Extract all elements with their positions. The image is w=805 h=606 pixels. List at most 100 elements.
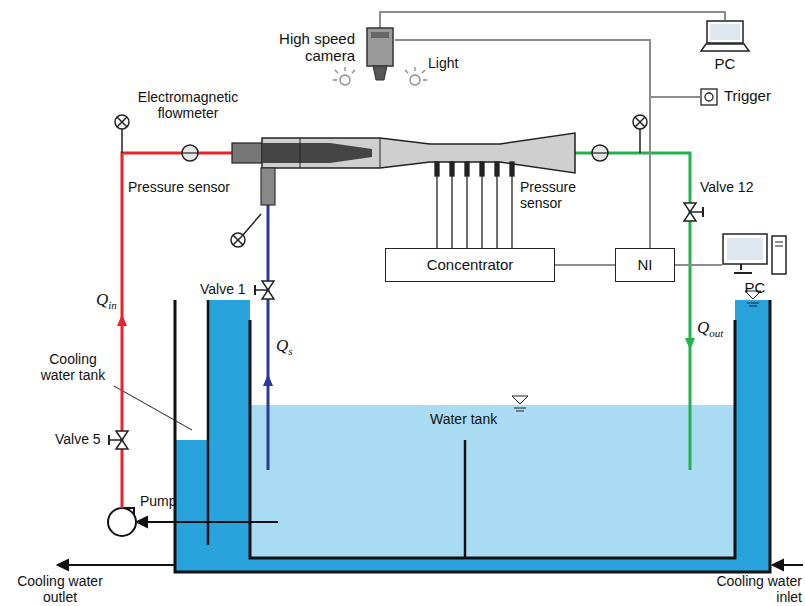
pressure-sensor-taps — [450, 162, 454, 176]
laptop-icon: PC — [700, 20, 750, 52]
flow-arrow — [58, 560, 68, 570]
jet-pump — [261, 168, 275, 205]
pressure-sensor-taps — [496, 176, 497, 248]
part-label: Valve 1 — [200, 282, 246, 298]
inlet-pipe — [121, 129, 123, 153]
node-label: Concentrator — [427, 256, 514, 273]
jet-pump — [232, 143, 262, 163]
flow-symbol: Qin — [96, 290, 117, 312]
pressure-sensor-taps — [481, 176, 482, 248]
tank-walls — [250, 320, 735, 558]
camera-icon: High speed camera — [365, 28, 395, 82]
pressure-sensor-taps — [495, 162, 499, 176]
desktop-part — [772, 236, 786, 274]
camera-drawing — [365, 28, 395, 82]
pressure-sensor-taps — [436, 176, 437, 248]
water-level-mark — [514, 408, 526, 411]
node-label: High speed camera — [263, 30, 355, 65]
signal-wire — [650, 97, 700, 248]
node-label: NI — [638, 256, 653, 273]
inlet-pipe — [122, 153, 234, 508]
desktop-part — [734, 264, 752, 273]
part-label: Cooling water outlet — [4, 574, 116, 605]
tank-walls — [175, 300, 770, 572]
inlet-pipe — [117, 314, 127, 326]
part-label: Cooling water inlet — [690, 574, 802, 605]
node-label: Trigger — [724, 87, 771, 104]
pressure-sensor-taps — [435, 162, 514, 248]
part-label: Electromagnetic flowmeter — [128, 90, 248, 121]
laptop-drawing — [700, 20, 750, 52]
flow-symbol: Qout — [697, 318, 723, 340]
part-label: Pressure sensor — [128, 180, 230, 196]
flow-arrow — [58, 517, 803, 570]
desktop-icon: PC — [722, 232, 788, 276]
pressure-sensor-taps — [435, 162, 439, 176]
tank-walls — [207, 300, 210, 545]
trigger-icon: Trigger — [700, 88, 718, 106]
desktop-drawing — [722, 232, 788, 276]
outlet-pipe — [685, 338, 695, 350]
trigger-part — [701, 89, 717, 105]
part-label: Cooling water tank — [32, 352, 114, 383]
cooling-water — [175, 300, 770, 572]
desktop-part — [723, 234, 767, 264]
trigger-part — [705, 93, 713, 101]
camera-part — [371, 32, 389, 38]
jet-pump — [262, 143, 372, 163]
laptop-part — [701, 44, 749, 51]
pressure-sensor-taps — [451, 176, 452, 248]
pressure-sensor-taps — [511, 176, 512, 248]
node-label: PC — [745, 279, 766, 296]
pressure-sensor-taps — [510, 162, 514, 176]
part-label: Valve 5 — [55, 432, 101, 448]
outlet-pipe — [575, 153, 690, 470]
apparatus-drawing — [231, 233, 245, 247]
light-symbol — [410, 75, 420, 85]
cooling-water — [175, 440, 208, 572]
inlet-pipe — [117, 129, 234, 508]
subscript: in — [108, 299, 117, 311]
water-level-mark — [512, 396, 528, 404]
jet-pump — [380, 138, 381, 168]
flow-arrow — [146, 521, 278, 523]
outlet-pipe — [639, 129, 641, 153]
flow-arrow — [782, 564, 803, 566]
flow-arrow — [137, 517, 147, 527]
pump-symbol — [122, 508, 134, 514]
signal-wire — [395, 40, 650, 248]
signal-wire — [380, 12, 725, 28]
light-symbol — [333, 67, 427, 85]
flow-arrow — [773, 560, 783, 570]
light-symbol — [333, 67, 355, 80]
process-box: NI — [615, 248, 675, 282]
signal-wire — [675, 264, 722, 266]
tank-water — [250, 405, 735, 558]
apparatus-drawing — [592, 145, 608, 161]
laptop-part — [707, 21, 743, 43]
trigger-drawing — [700, 88, 718, 106]
light-symbol — [405, 67, 427, 80]
apparatus-drawing — [182, 145, 198, 161]
desktop-part — [775, 242, 783, 246]
tank-walls — [175, 300, 770, 572]
apparatus-drawing — [633, 115, 647, 129]
part-label: Pump — [140, 494, 177, 510]
apparatus-drawing — [684, 203, 703, 221]
pump-symbol — [108, 508, 136, 536]
camera-part — [367, 28, 393, 66]
jet-pump — [300, 138, 301, 168]
pressure-sensor-taps — [480, 162, 484, 176]
signal-wire — [555, 264, 615, 266]
pressure-sensor-taps — [466, 176, 467, 248]
apparatus-drawing — [109, 431, 128, 449]
cooling-water — [208, 300, 250, 572]
desktop-part — [727, 238, 763, 260]
water-level-mark — [512, 291, 761, 411]
camera-part — [373, 66, 387, 80]
pump-symbol — [108, 508, 136, 536]
light-symbol — [340, 75, 350, 85]
pressure-sensor-taps — [465, 162, 469, 176]
